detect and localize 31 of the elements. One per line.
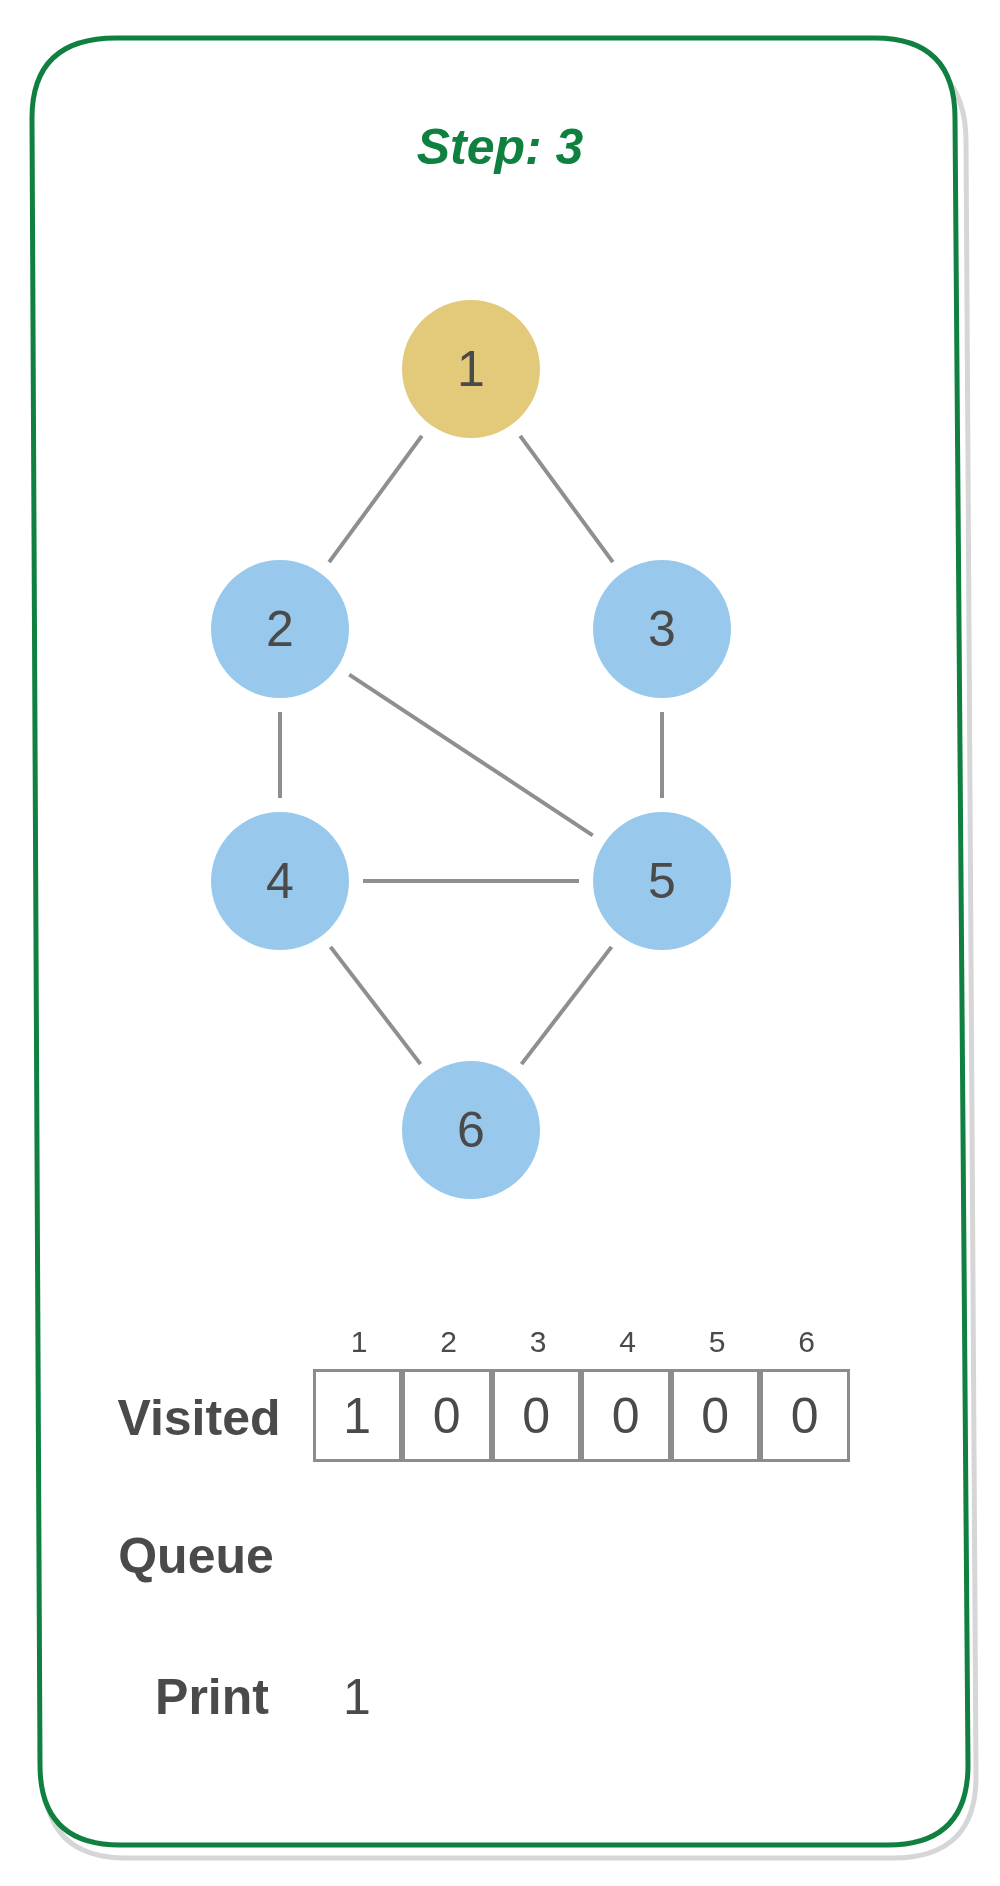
node-number: 4 — [266, 852, 294, 910]
node-number: 6 — [457, 1101, 485, 1159]
edge-line — [519, 945, 614, 1066]
visited-cell: 0 — [760, 1369, 850, 1462]
column-index: 3 — [529, 1325, 547, 1359]
visited-cell: 0 — [491, 1369, 581, 1462]
column-index: 1 — [350, 1325, 368, 1359]
title: Step: 3 — [415, 118, 585, 176]
edge-line — [327, 434, 424, 564]
visited-cell: 1 — [312, 1369, 402, 1462]
row-label: Queue — [118, 1527, 274, 1585]
node-number: 3 — [648, 600, 676, 658]
node-number: 5 — [648, 852, 676, 910]
edge-line — [660, 712, 664, 798]
column-index: 5 — [708, 1325, 726, 1359]
visited-cell: 0 — [670, 1369, 760, 1462]
column-index: 4 — [619, 1325, 636, 1359]
edge-line — [348, 673, 594, 837]
edge-line — [518, 434, 615, 564]
visited-cell: 0 — [581, 1369, 671, 1462]
node-number: 2 — [266, 600, 294, 658]
edge-line — [278, 712, 282, 798]
print-value: 1 — [343, 1668, 371, 1726]
edge-line — [363, 879, 579, 883]
node-number: 1 — [457, 340, 485, 398]
row-label: Print — [155, 1668, 269, 1726]
edge-line — [328, 945, 423, 1066]
row-label: Visited — [117, 1389, 281, 1447]
visited-cell: 0 — [402, 1369, 492, 1462]
column-index: 2 — [440, 1325, 457, 1359]
column-index: 6 — [798, 1325, 815, 1359]
